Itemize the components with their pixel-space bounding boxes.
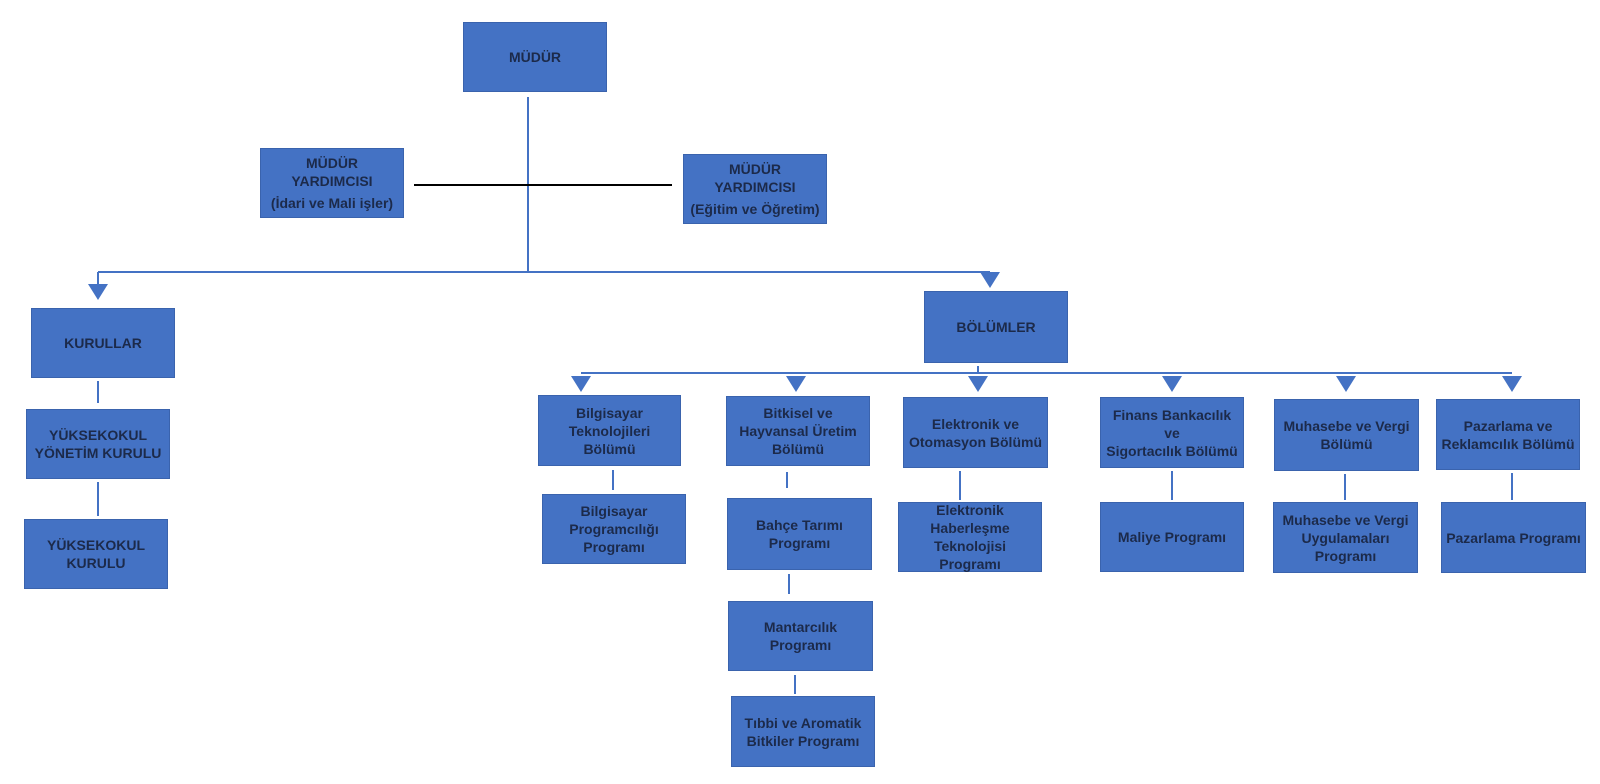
program-garden-box: Bahçe Tarımı Programı — [727, 498, 872, 570]
boards-label: KURULLAR — [64, 335, 142, 351]
program-computer-box: Bilgisayar Programcılığı Programı — [542, 494, 686, 564]
assistant-admin-line2: YARDIMCISI — [291, 173, 373, 189]
executive-board-line2: YÖNETİM KURULU — [34, 445, 162, 461]
dept-plant-line1: Bitkisel ve — [763, 405, 833, 421]
director-box: MÜDÜR — [463, 22, 607, 92]
program-computer-line3: Programı — [583, 539, 645, 555]
program-mushroom-line1: Mantarcılık — [763, 619, 838, 635]
boards-arrow — [88, 284, 108, 300]
dept-computer-line3: Bölümü — [583, 440, 636, 457]
program-finance-box: Maliye Programı — [1100, 502, 1244, 572]
program-medicinal-line1: Tıbbi ve Aromatik — [744, 714, 862, 731]
school-council-box: YÜKSEKOKUL KURULU — [24, 519, 168, 589]
program-accounting-line1: Muhasebe ve Vergi — [1282, 511, 1409, 528]
program-medicinal-line2: Bitkiler Programı — [746, 732, 860, 749]
assistant-admin-line1: MÜDÜR — [305, 155, 359, 171]
program-electronics-line2: Haberleşme — [930, 520, 1010, 536]
director-label: MÜDÜR — [508, 49, 562, 65]
departments-arrow — [980, 272, 1000, 288]
dept-electronics-line1: Elektronik ve — [931, 415, 1020, 432]
dept-computer-line1: Bilgisayar — [576, 404, 643, 421]
executive-board-box: YÜKSEKOKUL YÖNETİM KURULU — [26, 409, 170, 479]
dept-marketing-line2: Reklamcılık Bölümü — [1441, 435, 1575, 452]
school-council-line2: KURULU — [66, 555, 126, 571]
program-garden-line1: Bahçe Tarımı — [756, 517, 843, 533]
program-marketing-box: Pazarlama Programı — [1441, 502, 1586, 573]
assistant-director-admin-box: MÜDÜR YARDIMCISI (İdari ve Mali işler) — [260, 148, 404, 218]
dept-plant-box: Bitkisel ve Hayvansal Üretim Bölümü — [726, 396, 870, 466]
program-electronics-line1: Elektronik — [936, 502, 1004, 518]
assistant-education-line1: MÜDÜR — [728, 161, 782, 177]
dept-finance-box: Finans Bankacılık ve Sigortacılık Bölümü — [1100, 397, 1244, 468]
dept-electronics-box: Elektronik ve Otomasyon Bölümü — [903, 397, 1048, 468]
dept-finance-line2: Sigortacılık Bölümü — [1106, 442, 1238, 459]
assistant-admin-line3: (İdari ve Mali işler) — [270, 195, 394, 211]
program-accounting-box: Muhasebe ve Vergi Uygulamaları Programı — [1273, 502, 1418, 573]
assistant-education-line2: YARDIMCISI — [714, 179, 796, 195]
assistant-education-line3: (Eğitim ve Öğretim) — [690, 201, 820, 217]
dept-computer-line2: Teknolojileri — [568, 422, 651, 439]
school-council-line1: YÜKSEKOKUL — [46, 537, 145, 553]
program-marketing-line1: Pazarlama Programı — [1446, 529, 1581, 546]
dept-plant-arrow — [786, 376, 806, 392]
dept-accounting-line1: Muhasebe ve Vergi — [1283, 418, 1410, 434]
program-computer-line1: Bilgisayar — [580, 503, 648, 519]
dept-marketing-line1: Pazarlama ve — [1463, 417, 1553, 434]
dept-marketing-box: Pazarlama ve Reklamcılık Bölümü — [1436, 399, 1580, 470]
dept-electronics-line2: Otomasyon Bölümü — [908, 433, 1042, 450]
executive-board-line1: YÜKSEKOKUL — [48, 427, 147, 443]
assistant-director-education-box: MÜDÜR YARDIMCISI (Eğitim ve Öğretim) — [683, 154, 827, 224]
dept-electronics-arrow — [968, 376, 988, 392]
program-electronics-line3: Teknolojisi — [933, 538, 1007, 554]
dept-computer-arrow — [571, 376, 591, 392]
program-accounting-line3: Programı — [1314, 547, 1377, 564]
dept-accounting-line2: Bölümü — [1320, 436, 1373, 452]
program-computer-line2: Programcılığı — [569, 521, 659, 537]
program-electronics-box: Elektronik Haberleşme Teknolojisi Progra… — [898, 502, 1042, 572]
program-mushroom-box: Mantarcılık Programı — [728, 601, 873, 671]
program-finance-line1: Maliye Programı — [1117, 529, 1227, 545]
dept-computer-box: Bilgisayar Teknolojileri Bölümü — [538, 395, 681, 466]
departments-label: BÖLÜMLER — [956, 319, 1036, 335]
program-electronics-line4: Programı — [939, 556, 1001, 572]
boards-box: KURULLAR — [31, 308, 175, 378]
program-medicinal-box: Tıbbi ve Aromatik Bitkiler Programı — [731, 696, 875, 767]
dept-plant-line3: Bölümü — [771, 441, 825, 457]
dept-plant-line2: Hayvansal Üretim — [739, 423, 857, 439]
dept-accounting-arrow — [1336, 376, 1356, 392]
program-accounting-line2: Uygulamaları — [1301, 529, 1390, 546]
program-garden-line2: Programı — [768, 535, 831, 551]
dept-accounting-box: Muhasebe ve Vergi Bölümü — [1274, 399, 1419, 471]
dept-finance-line1: Finans Bankacılık ve — [1112, 406, 1232, 441]
departments-box: BÖLÜMLER — [924, 291, 1068, 363]
dept-finance-arrow — [1162, 376, 1182, 392]
dept-marketing-arrow — [1502, 376, 1522, 392]
program-mushroom-line2: Programı — [769, 637, 832, 653]
